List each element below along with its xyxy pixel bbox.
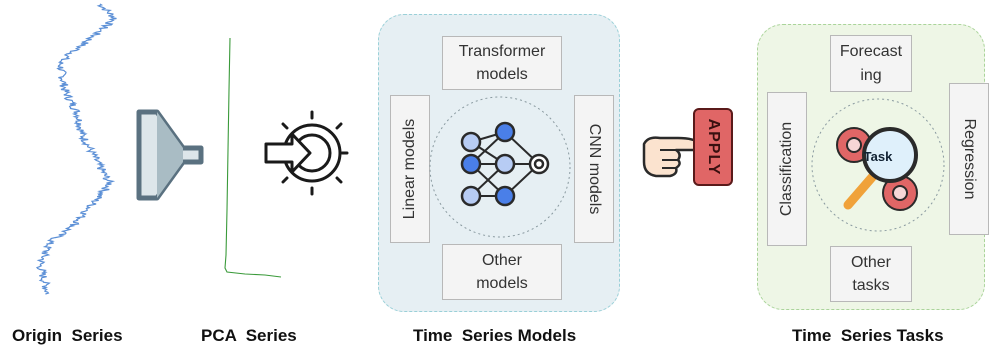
caption-time-series-models: Time Series Models <box>413 326 577 345</box>
task-gears-magnifier-icon <box>811 98 945 232</box>
origin-series-line <box>35 3 117 295</box>
caption-time-series-tasks: Time Series Tasks <box>792 326 944 345</box>
forecasting-box: Forecast ing <box>830 35 912 92</box>
transformer-models-box: Transformer models <box>442 36 562 90</box>
cnn-models-label: CNN models <box>586 123 603 215</box>
pointing-hand-icon <box>642 136 704 178</box>
linear-models-box: Linear models <box>390 95 430 243</box>
pca-series-plot <box>224 37 282 278</box>
linear-models-label: Linear models <box>401 118 418 220</box>
origin-series-plot <box>35 3 117 295</box>
task-center-label: Task <box>863 149 893 164</box>
other-tasks-box: Other tasks <box>830 246 912 302</box>
task-icon-group: Task <box>808 95 948 235</box>
regression-box: Regression <box>949 83 989 235</box>
other-models-box: Other models <box>442 244 562 300</box>
caption-origin-series: Origin Series <box>12 326 123 345</box>
funnel-icon <box>136 109 204 201</box>
apply-button: APPLY <box>693 108 733 186</box>
cnn-models-box: CNN models <box>574 95 614 243</box>
neural-network-icon <box>429 96 571 238</box>
apply-label: APPLY <box>705 118 722 176</box>
classification-label: Classification <box>778 121 795 217</box>
pca-series-line <box>224 37 282 278</box>
caption-pca-series: PCA Series <box>201 326 297 345</box>
regression-label: Regression <box>961 118 978 200</box>
process-gear-arrow-icon <box>264 110 349 196</box>
classification-box: Classification <box>767 92 807 246</box>
